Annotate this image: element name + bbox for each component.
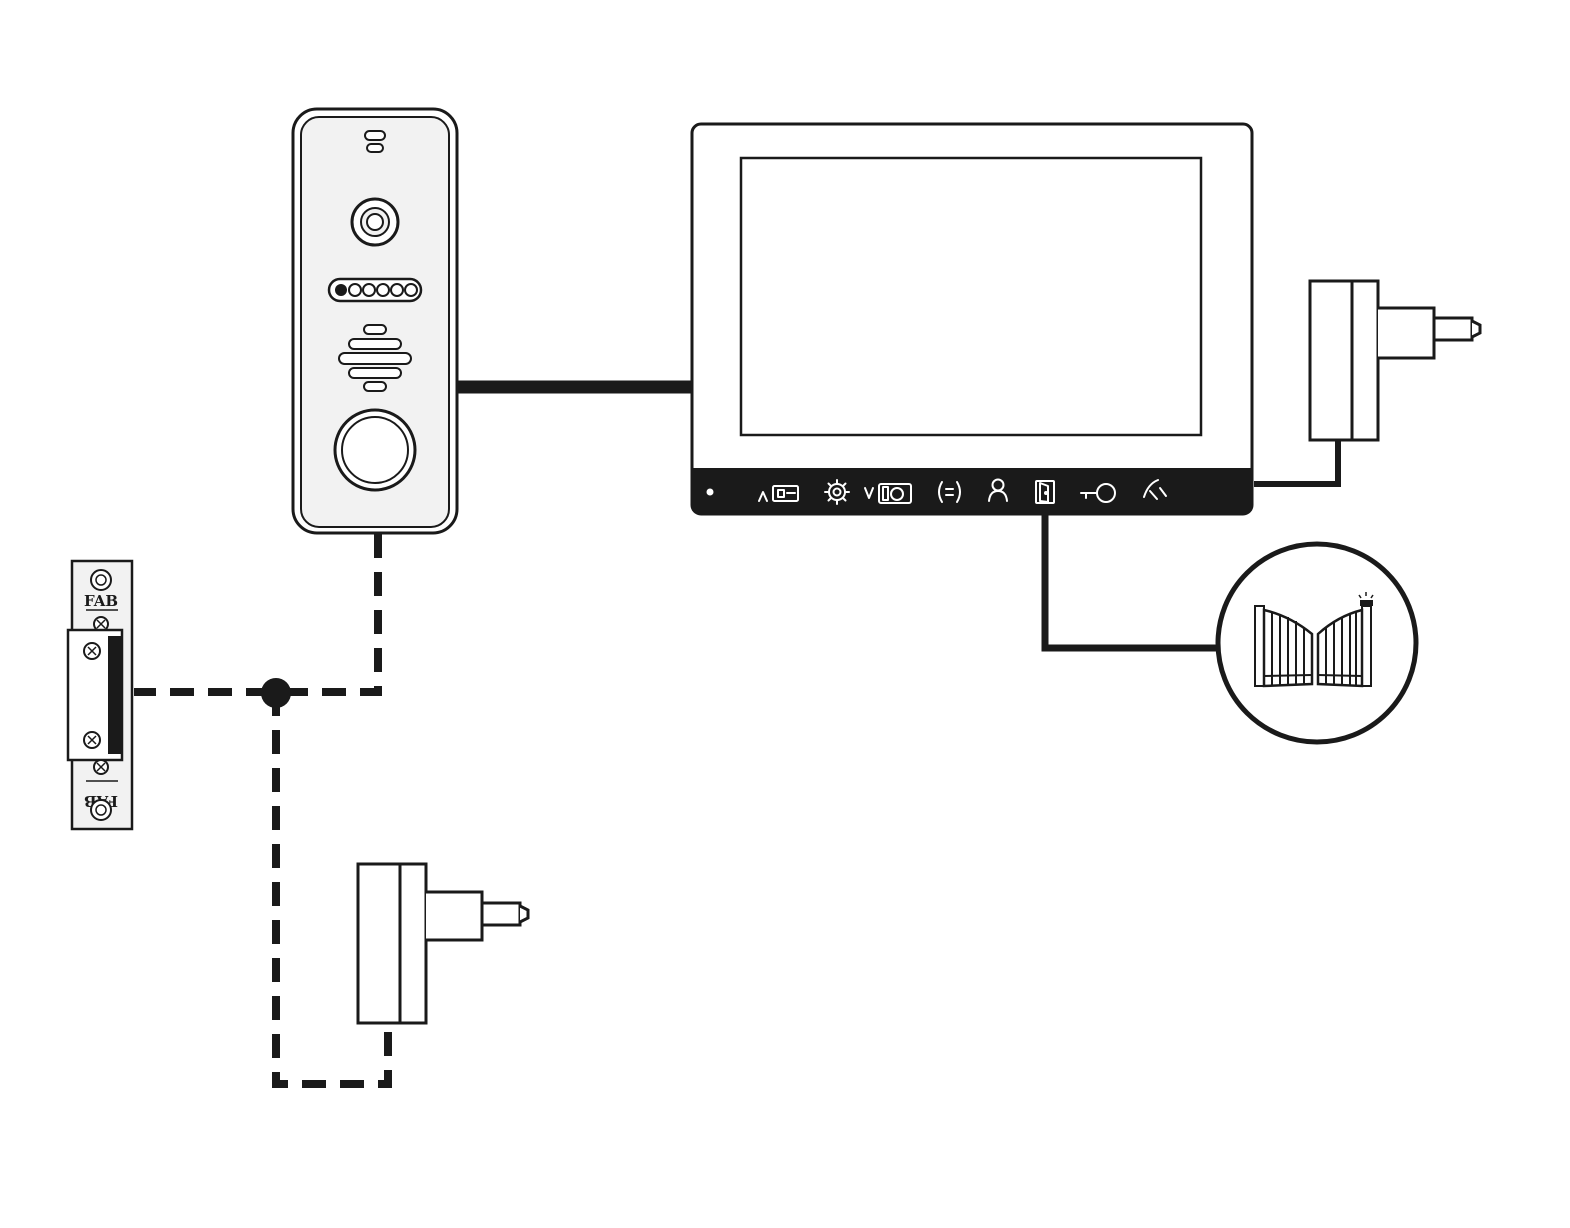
hangup-icon <box>1143 479 1167 500</box>
wire-doorstation-to-lock <box>134 534 382 696</box>
monitor-button-bar <box>692 468 1252 514</box>
wiring <box>134 380 1341 1088</box>
wire-lock-to-adapter <box>272 692 392 1088</box>
power-adapter-icon <box>1308 279 1482 442</box>
ir-led-strip-icon <box>327 277 423 303</box>
mic-slot-icon <box>366 143 384 153</box>
door-icon <box>1035 480 1055 504</box>
screw-icon <box>93 759 109 775</box>
key-icon <box>1080 483 1116 503</box>
down-camera-icon <box>864 483 912 504</box>
speaker-grille-icon <box>338 324 412 392</box>
lock-label-top: FAB <box>84 592 118 610</box>
camera-lens-icon <box>350 197 400 247</box>
settings-gear-icon <box>824 479 850 505</box>
screw-icon <box>83 731 101 749</box>
automatic-gate-icon <box>1215 541 1419 745</box>
wire-junction-dot <box>261 678 291 708</box>
warning-light-icon <box>1358 592 1374 599</box>
door-station-icon <box>291 107 459 535</box>
monitor-screen <box>739 156 1203 437</box>
indoor-monitor-icon <box>690 122 1254 516</box>
wire-monitor-to-adapter <box>1254 440 1341 487</box>
mic-slot-icon <box>364 130 386 141</box>
up-intercom-icon <box>758 485 799 502</box>
electric-strike-lock-icon: FAB FAB <box>66 559 134 831</box>
door-station-faceplate <box>300 116 450 528</box>
call-button-icon <box>333 408 417 492</box>
user-icon <box>988 478 1008 502</box>
power-led-icon <box>706 488 714 496</box>
wire-monitor-to-gate <box>1041 514 1218 652</box>
talk-icon <box>938 481 961 503</box>
screw-icon <box>83 642 101 660</box>
power-adapter-icon <box>356 862 530 1025</box>
